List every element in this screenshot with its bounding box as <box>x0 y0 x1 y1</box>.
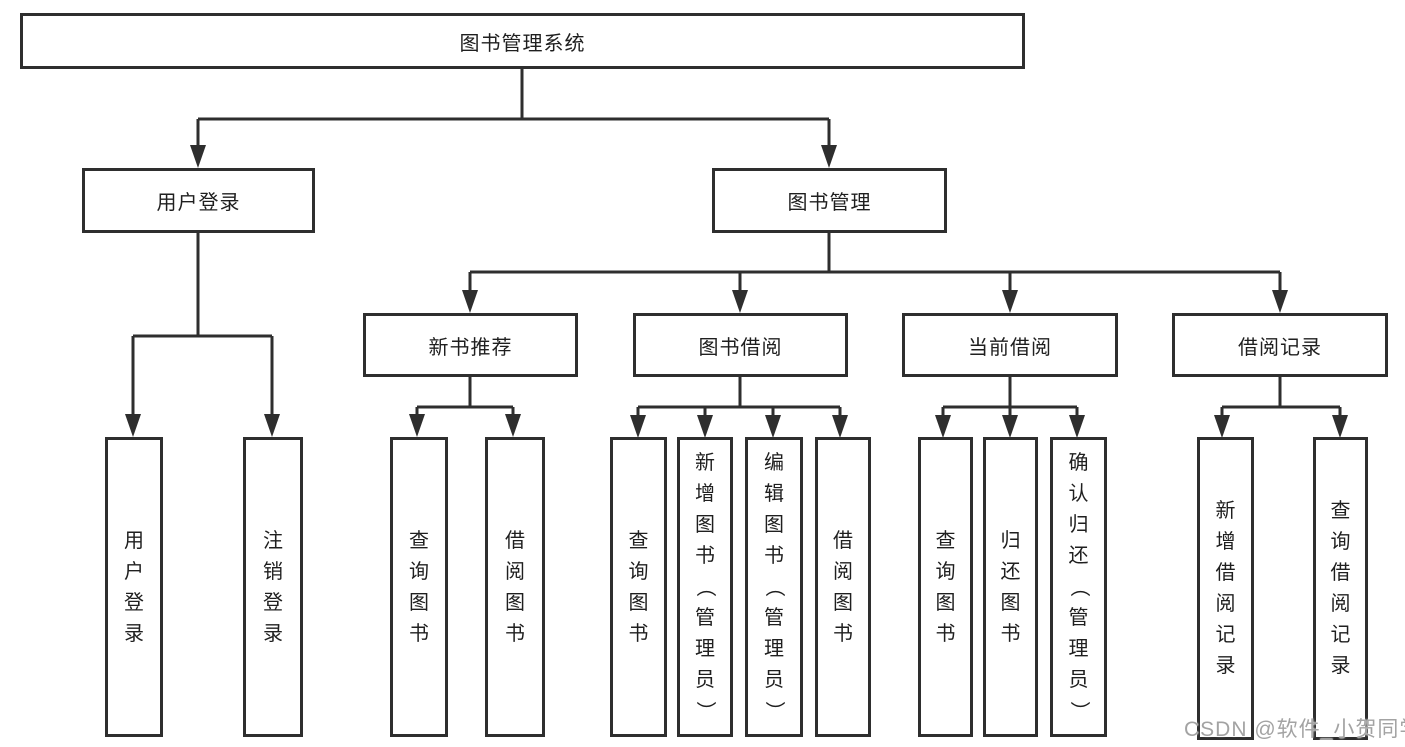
csdn-watermark: CSDN @软件_小贺同学 <box>1184 718 1405 741</box>
leaf-user-login: 用户登录 <box>105 437 163 737</box>
leaf-newbook-query-books: 查询图书 <box>390 437 448 737</box>
leaf-borrow-edit-books-admin: 编辑图书（管理员） <box>745 437 803 737</box>
node-current-borrowing: 当前借阅 <box>902 313 1118 377</box>
node-user-login: 用户登录 <box>82 168 315 233</box>
node-new-book-recommendation: 新书推荐 <box>363 313 578 377</box>
leaf-borrow-borrow-books: 借阅图书 <box>815 437 871 737</box>
leaf-borrow-query-books: 查询图书 <box>610 437 667 737</box>
leaf-borrow-add-books-admin: 新增图书（管理员） <box>677 437 733 737</box>
leaf-records-query-record: 查询借阅记录 <box>1313 437 1368 740</box>
leaf-records-add-record: 新增借阅记录 <box>1197 437 1254 740</box>
node-book-management: 图书管理 <box>712 168 947 233</box>
node-root: 图书管理系统 <box>20 13 1025 69</box>
node-book-borrowing: 图书借阅 <box>633 313 848 377</box>
leaf-newbook-borrow-books: 借阅图书 <box>485 437 545 737</box>
leaf-logout-login: 注销登录 <box>243 437 303 737</box>
leaf-current-query-books: 查询图书 <box>918 437 973 737</box>
leaf-current-return-books: 归还图书 <box>983 437 1038 737</box>
node-borrowing-records: 借阅记录 <box>1172 313 1388 377</box>
leaf-current-confirm-return-admin: 确认归还（管理员） <box>1050 437 1107 737</box>
